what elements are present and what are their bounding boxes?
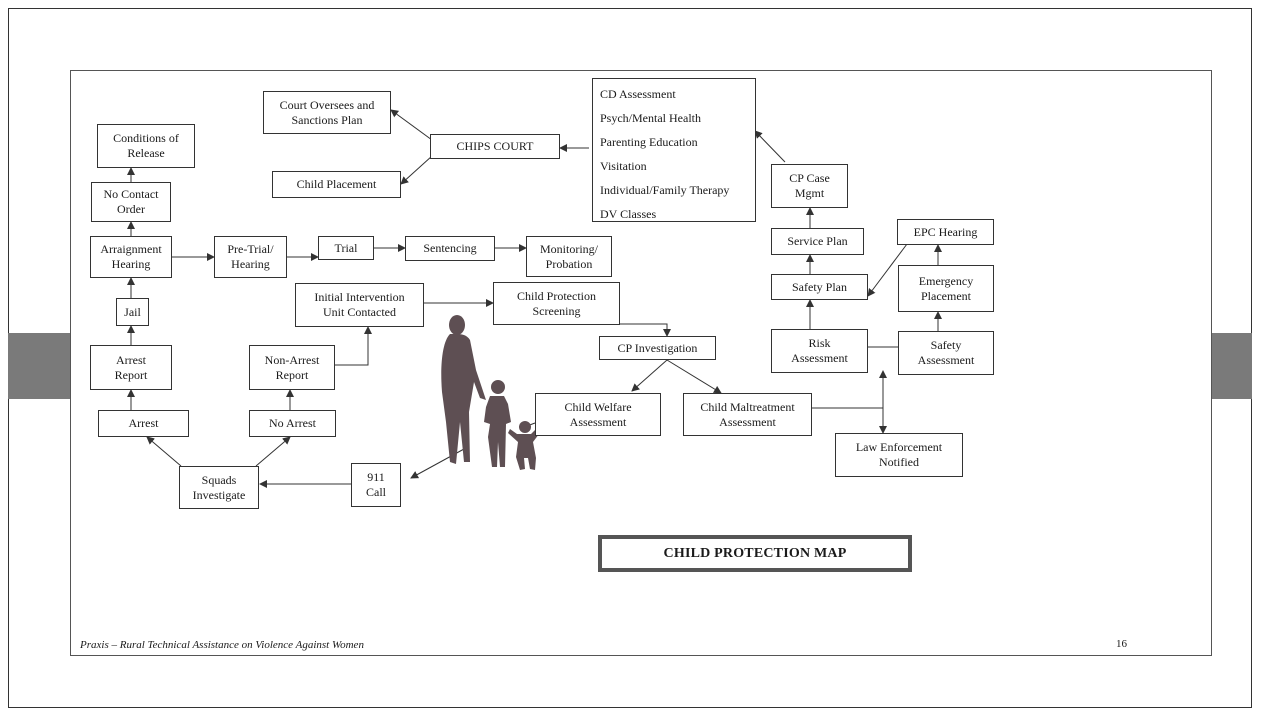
connector (620, 323, 671, 337)
list-item: CD Assessment (600, 87, 676, 101)
connector (146, 436, 182, 467)
no-contact-order-box: No Contact Order (91, 182, 171, 222)
connector (255, 436, 291, 467)
footer-credit: Praxis – Rural Technical Assistance on V… (80, 639, 364, 651)
connector (335, 326, 372, 366)
chips-court-box: CHIPS COURT (430, 134, 560, 159)
epc-hearing-box: EPC Hearing (897, 219, 994, 245)
cp-investigation-box: CP Investigation (599, 336, 716, 360)
connector (867, 243, 908, 297)
arrest-box: Arrest (98, 410, 189, 437)
no-arrest-box: No Arrest (249, 410, 336, 437)
jail-box: Jail (116, 298, 149, 326)
diagram-title: CHILD PROTECTION MAP (598, 535, 912, 572)
child-welfare-assessment-box: Child Welfare Assessment (535, 393, 661, 436)
court-oversees-box: Court Oversees and Sanctions Plan (263, 91, 391, 134)
risk-assessment-box: Risk Assessment (771, 329, 868, 373)
woman-and-children-silhouette-icon (441, 315, 542, 470)
connector (400, 155, 433, 185)
monitoring-probation-box: Monitoring/ Probation (526, 236, 612, 277)
trial-box: Trial (318, 236, 374, 260)
pre-trial-hearing-box: Pre-Trial/ Hearing (214, 236, 287, 278)
services-list-box: CD Assessment Psych/Mental Health Parent… (592, 78, 756, 222)
connector (631, 359, 668, 392)
initial-intervention-box: Initial Intervention Unit Contacted (295, 283, 424, 327)
squads-investigate-box: Squads Investigate (179, 466, 259, 509)
conditions-of-release-box: Conditions of Release (97, 124, 195, 168)
list-item: Parenting Education (600, 135, 698, 149)
arraignment-hearing-box: Arraignment Hearing (90, 236, 172, 278)
list-item: Psych/Mental Health (600, 111, 701, 125)
child-placement-box: Child Placement (272, 171, 401, 198)
cp-case-mgmt-box: CP Case Mgmt (771, 164, 848, 208)
list-item: Individual/Family Therapy (600, 183, 730, 197)
connector (390, 109, 433, 141)
non-arrest-report-box: Non-Arrest Report (249, 345, 335, 390)
arrest-report-box: Arrest Report (90, 345, 172, 390)
page-number: 16 (1116, 638, 1127, 650)
child-maltreatment-assessment-box: Child Maltreatment Assessment (683, 393, 812, 436)
connector (754, 130, 786, 163)
safety-assessment-box: Safety Assessment (898, 331, 994, 375)
connector (666, 359, 722, 394)
emergency-placement-box: Emergency Placement (898, 265, 994, 312)
911-call-box: 911 Call (351, 463, 401, 507)
child-protection-screening-box: Child Protection Screening (493, 282, 620, 325)
list-item: Visitation (600, 159, 647, 173)
list-item: DV Classes (600, 207, 657, 221)
service-plan-box: Service Plan (771, 228, 864, 255)
safety-plan-box: Safety Plan (771, 274, 868, 300)
sentencing-box: Sentencing (405, 236, 495, 261)
law-enforcement-notified-box: Law Enforcement Notified (835, 433, 963, 477)
